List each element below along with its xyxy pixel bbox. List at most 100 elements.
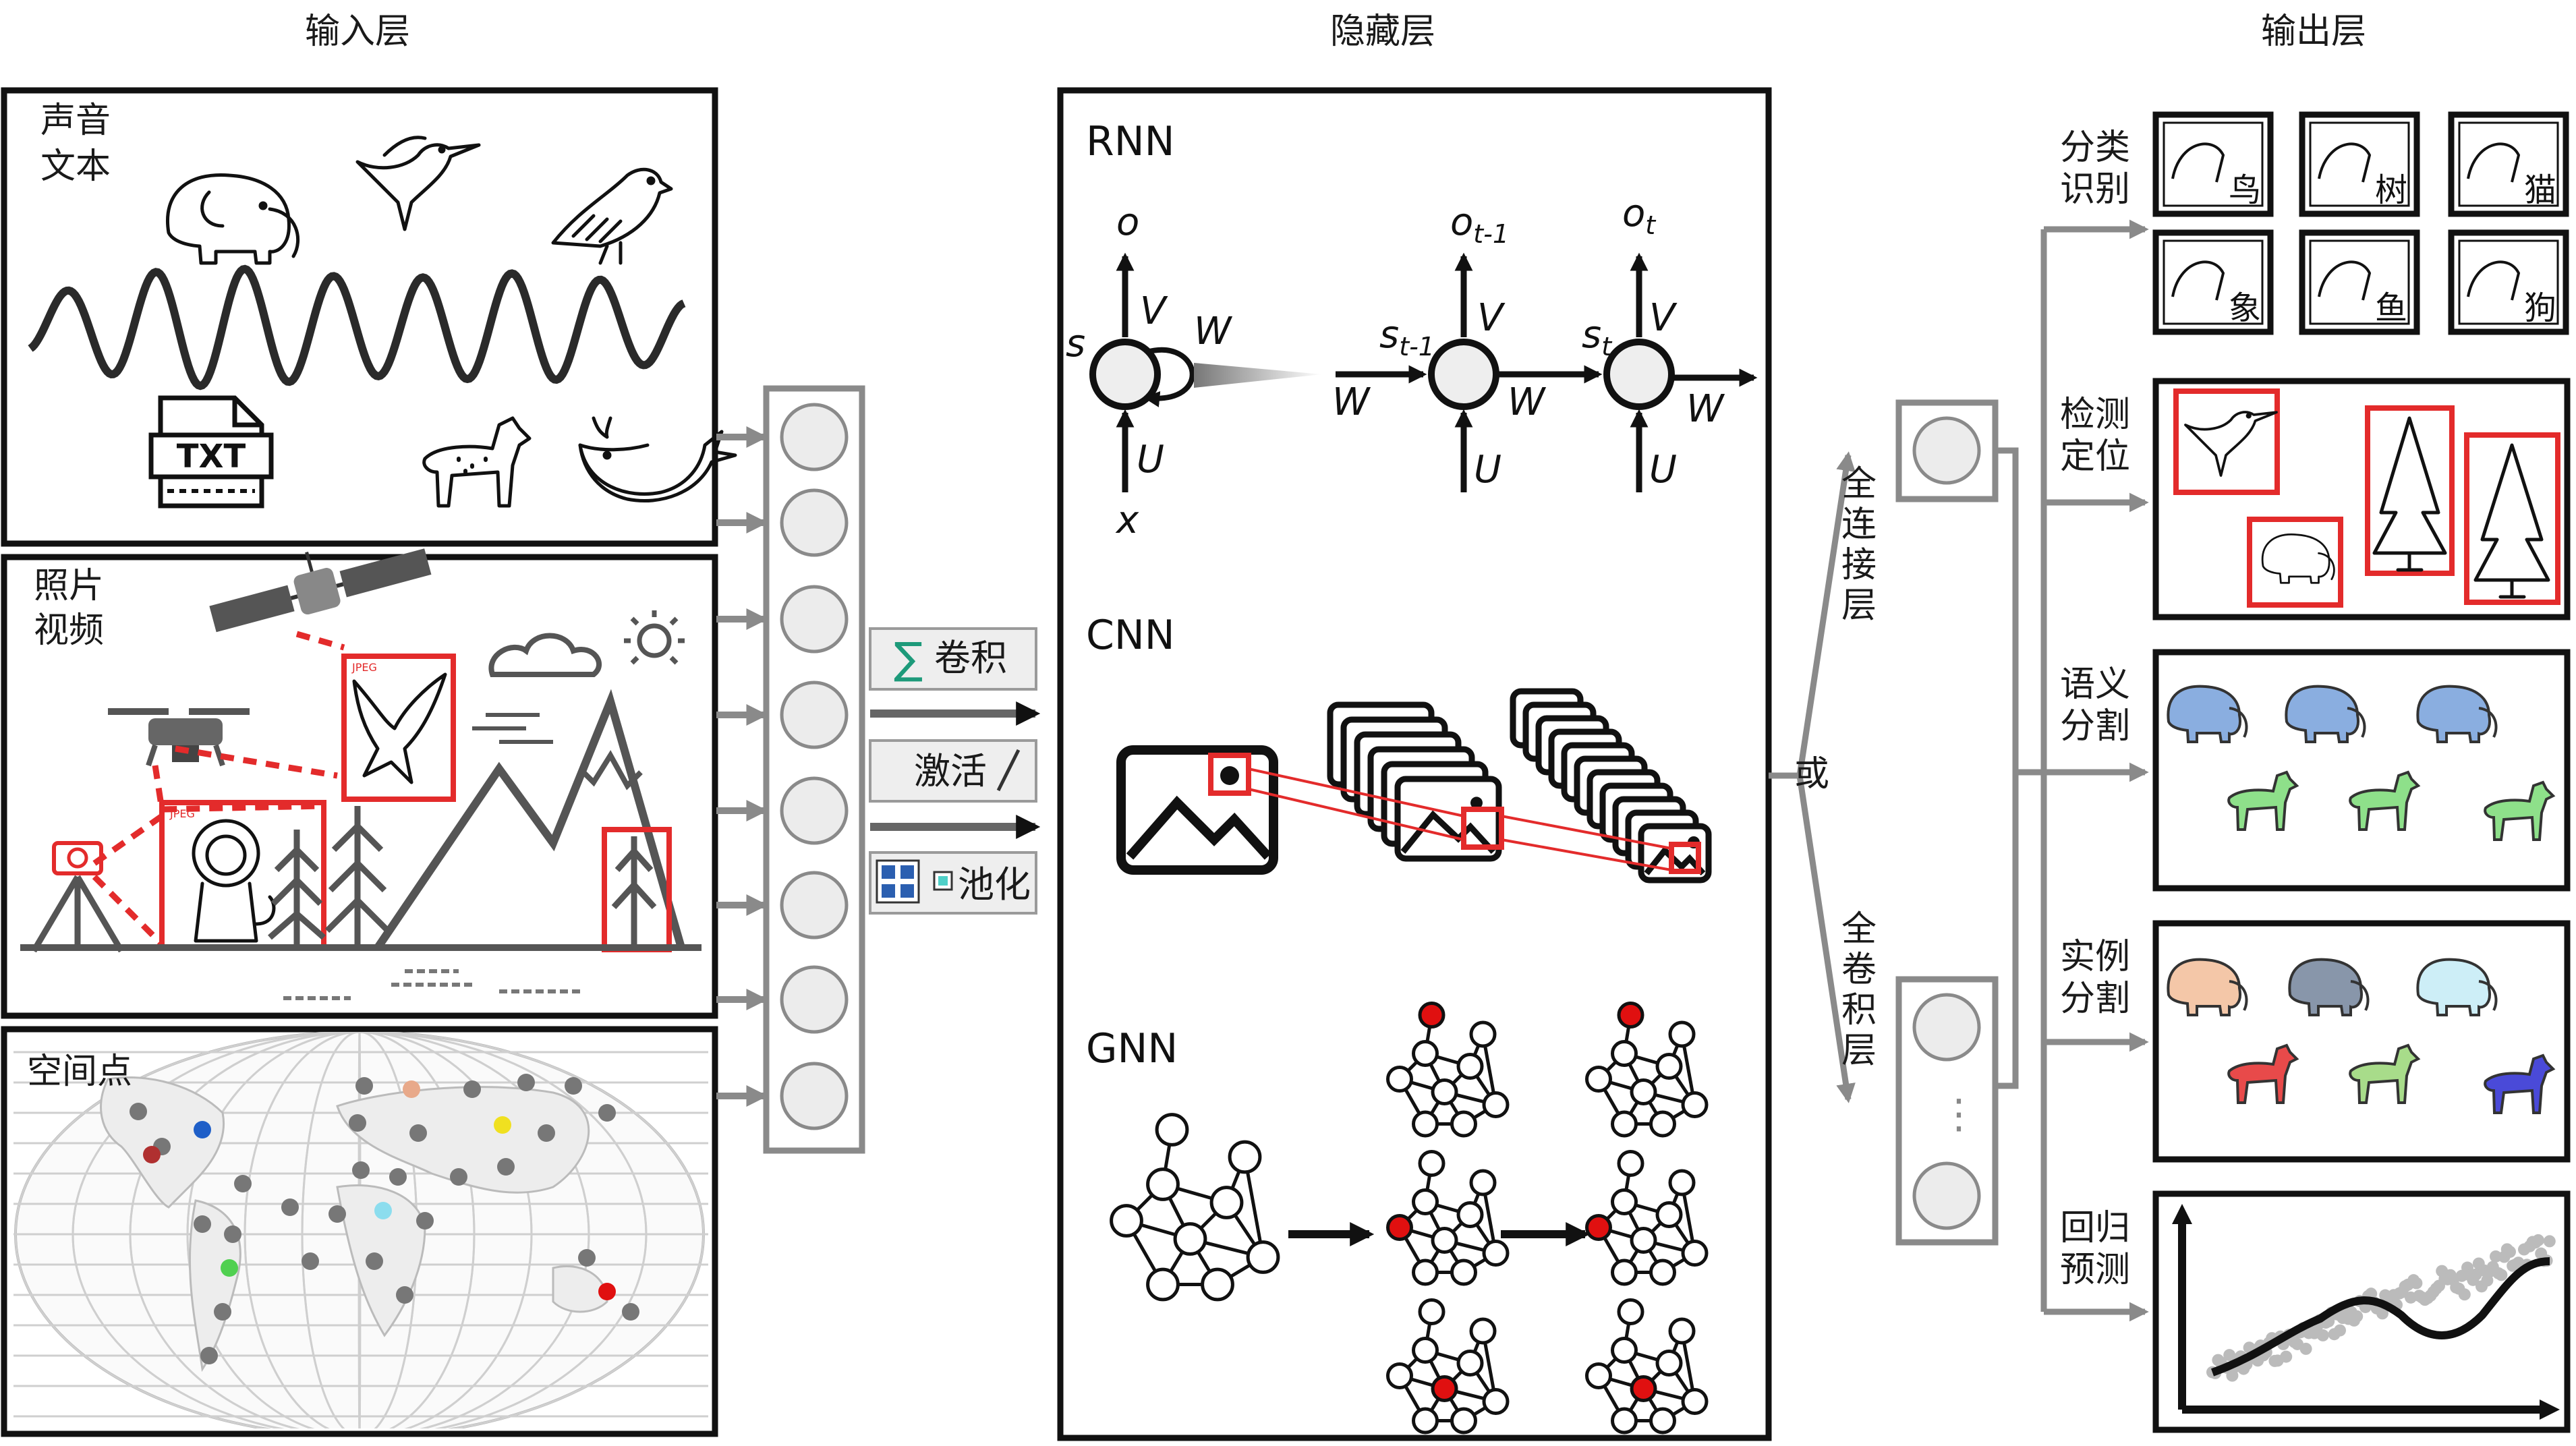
svg-text:定位: 定位 bbox=[2060, 436, 2130, 477]
camera-icon bbox=[34, 843, 121, 951]
graph-node bbox=[1420, 1300, 1443, 1324]
fully-conv-layer: ⋮ bbox=[1899, 979, 1995, 1242]
graph-node bbox=[1619, 1300, 1642, 1324]
pooling-label: 池化 bbox=[958, 863, 1031, 906]
operation-conv: ∑ 卷积 bbox=[870, 629, 1036, 689]
graph-node bbox=[1420, 1152, 1443, 1176]
svg-text:积: 积 bbox=[1841, 990, 1877, 1031]
elephant-icon bbox=[167, 175, 297, 263]
graph-node bbox=[1484, 1242, 1508, 1265]
label-sound: 声音 bbox=[40, 100, 111, 141]
fully-connected-layer bbox=[1899, 403, 1995, 499]
horse-mask bbox=[2350, 1045, 2418, 1103]
satellite-view-lines bbox=[297, 634, 344, 647]
class-label: 狗 bbox=[2524, 289, 2556, 327]
map-point bbox=[143, 1146, 161, 1163]
graph-node bbox=[1619, 1152, 1642, 1176]
graph-node bbox=[1433, 1377, 1456, 1401]
rnn-o-t1: ot-1 bbox=[1450, 200, 1509, 249]
map-point bbox=[622, 1303, 639, 1321]
rnn-u-t1: U bbox=[1474, 448, 1501, 492]
svg-text:回归: 回归 bbox=[2060, 1208, 2130, 1248]
graph-node bbox=[1203, 1269, 1233, 1300]
graph-node bbox=[1613, 1042, 1636, 1066]
graph-node bbox=[1683, 1390, 1707, 1414]
horse-icon bbox=[424, 418, 529, 506]
svg-text:检测: 检测 bbox=[2060, 395, 2130, 435]
class-cell: 鱼 bbox=[2302, 233, 2417, 332]
regression-point bbox=[2280, 1351, 2292, 1363]
map-point bbox=[352, 1161, 370, 1179]
graph-node bbox=[1452, 1112, 1476, 1136]
map-point bbox=[302, 1252, 319, 1270]
rnn-x: x bbox=[1115, 498, 1139, 542]
map-point bbox=[396, 1286, 413, 1304]
label-video: 视频 bbox=[34, 610, 104, 651]
svg-text:接: 接 bbox=[1841, 545, 1877, 585]
map-point bbox=[578, 1249, 596, 1267]
txt-file-icon: TXT bbox=[151, 398, 271, 506]
map-point bbox=[130, 1103, 147, 1120]
input-neuron bbox=[782, 778, 847, 843]
graph-node bbox=[1157, 1115, 1187, 1145]
txt-file-label: TXT bbox=[177, 438, 246, 475]
sigma-icon: ∑ bbox=[894, 634, 923, 684]
rnn-v-t1: V bbox=[1477, 296, 1506, 340]
class-cell: 树 bbox=[2302, 115, 2417, 214]
horse-mask bbox=[2485, 782, 2553, 840]
rnn-v: V bbox=[1140, 289, 1168, 333]
rnn-o-t: ot bbox=[1622, 192, 1657, 240]
map-point bbox=[374, 1202, 392, 1219]
svg-text:分割: 分割 bbox=[2060, 706, 2130, 747]
svg-text:连: 连 bbox=[1841, 504, 1877, 545]
graph-node bbox=[1484, 1093, 1508, 1117]
graph-node bbox=[1657, 1352, 1681, 1375]
regression-point bbox=[2495, 1269, 2507, 1281]
graph-node bbox=[1587, 1364, 1611, 1388]
class-cell: 狗 bbox=[2451, 233, 2566, 332]
svg-text:识别: 识别 bbox=[2060, 169, 2130, 210]
operation-activation: 激活 bbox=[870, 741, 1036, 801]
semantic-panel bbox=[2156, 652, 2567, 888]
map-point bbox=[355, 1077, 373, 1095]
map-point bbox=[565, 1077, 582, 1095]
class-label: 鱼 bbox=[2375, 289, 2407, 327]
graph-node bbox=[1458, 1352, 1482, 1375]
graph-node bbox=[1613, 1112, 1636, 1136]
ellipsis: ⋮ bbox=[1939, 1091, 1979, 1138]
map-point bbox=[194, 1215, 211, 1233]
graph-node bbox=[1414, 1042, 1437, 1066]
output-detection-label: 检测 定位 bbox=[2060, 395, 2130, 477]
graph-node bbox=[1248, 1242, 1278, 1273]
map-point bbox=[494, 1116, 511, 1134]
regression-scatter bbox=[2206, 1234, 2556, 1382]
section-title-output: 输出层 bbox=[2261, 11, 2366, 52]
graph-node bbox=[1458, 1203, 1482, 1227]
graph-node bbox=[1651, 1261, 1675, 1284]
rnn-u-t: U bbox=[1649, 448, 1677, 492]
map-point bbox=[214, 1303, 231, 1321]
graph-node bbox=[1683, 1242, 1707, 1265]
graph-node bbox=[1670, 1022, 1694, 1046]
graph-node bbox=[1211, 1188, 1242, 1218]
graph-node bbox=[1587, 1216, 1611, 1240]
section-title-hidden: 隐藏层 bbox=[1330, 11, 1435, 52]
label-photo: 照片 bbox=[34, 566, 104, 606]
regression-point bbox=[2459, 1288, 2471, 1300]
map-point bbox=[416, 1212, 434, 1230]
label-text: 文本 bbox=[40, 146, 111, 187]
graph-node bbox=[1388, 1068, 1412, 1091]
elephant-mask bbox=[2286, 687, 2358, 742]
svg-text:全: 全 bbox=[1841, 909, 1877, 950]
sound-waveform bbox=[30, 269, 684, 386]
hummingbird-icon bbox=[357, 138, 479, 229]
output-regression-label: 回归 预测 bbox=[2060, 1208, 2130, 1290]
map-point bbox=[450, 1168, 467, 1186]
input-neuron bbox=[782, 587, 847, 652]
rnn-u: U bbox=[1137, 438, 1164, 482]
graph-node bbox=[1471, 1319, 1495, 1343]
elephant-mask bbox=[2289, 960, 2362, 1015]
graph-node bbox=[1433, 1229, 1456, 1252]
classification-grid: 鸟树猫象鱼狗 bbox=[2156, 115, 2566, 332]
graph-node bbox=[1657, 1055, 1681, 1078]
